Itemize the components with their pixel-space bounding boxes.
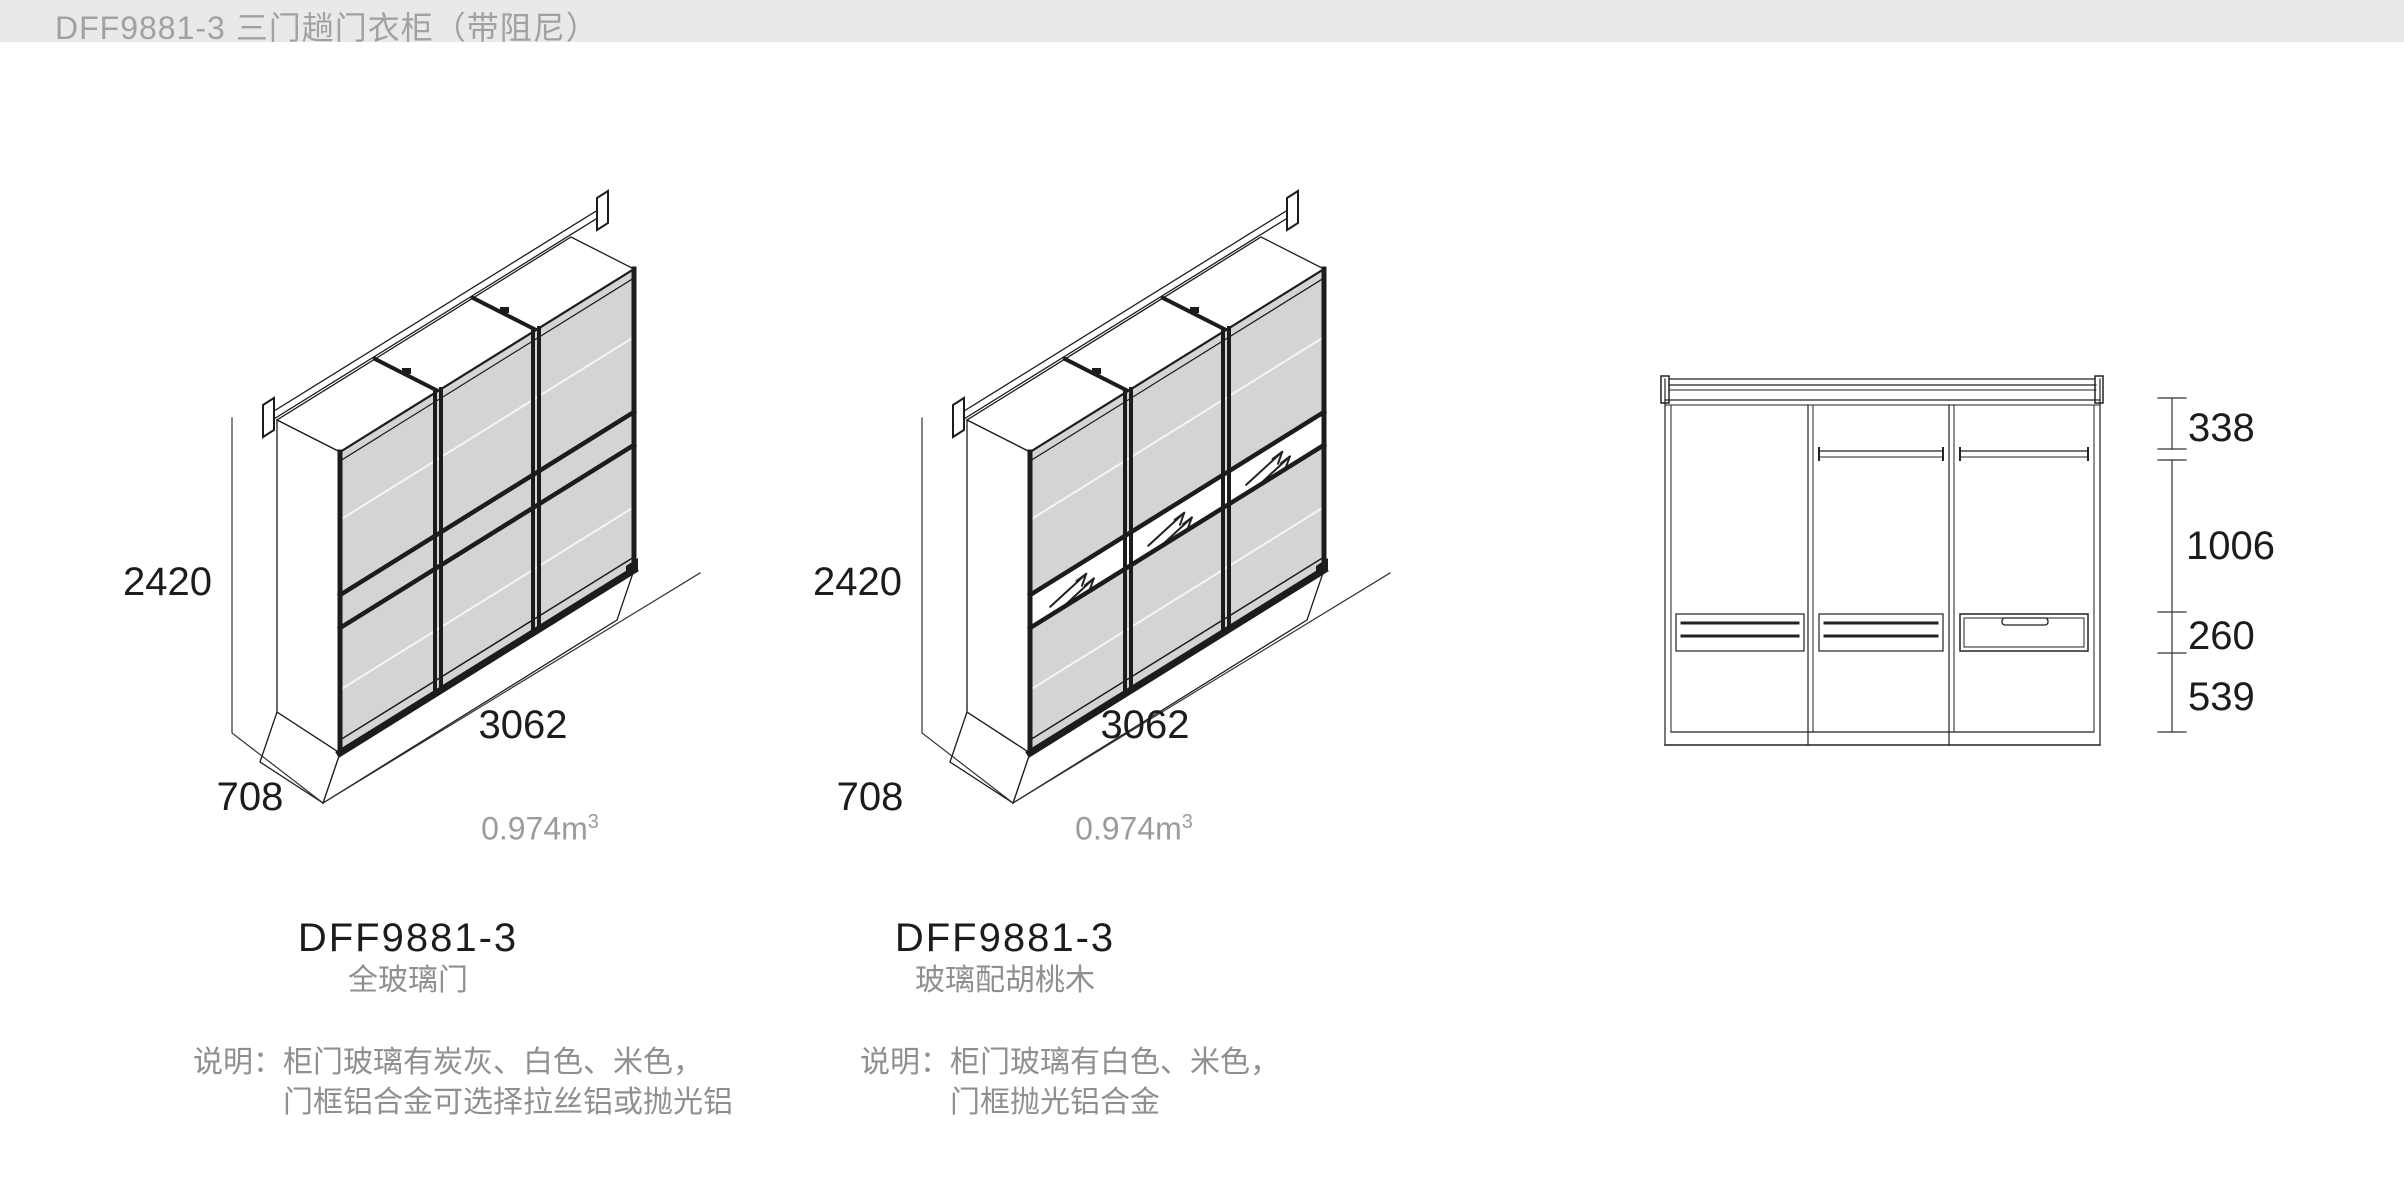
dim-depth-label-1: 708 [216,775,284,819]
product-note-1: 说明： 柜门玻璃有炭灰、白色、米色， 门框铝合金可选择拉丝铝或抛光铝 [193,1043,733,1123]
note-line1-2: 柜门玻璃有白色、米色， [950,1046,1280,1079]
title-bar: DFF9881-3 三门趟门衣柜（带阻尼） [0,0,2404,46]
note-line2-2: 门框抛光铝合金 [950,1086,1160,1119]
dim-height-label-2: 2420 [813,560,902,604]
product-code-2: DFF9881-3 [894,916,1116,960]
product-code-1: DFF9881-3 [297,916,519,960]
note-line2-1: 门框铝合金可选择拉丝铝或抛光铝 [283,1086,733,1119]
volume-label-1: 0.974m3 [481,810,599,847]
elevation-view [1660,375,2187,746]
dim-width-label-2: 3062 [1100,703,1190,747]
isometric-view-all-glass [231,189,701,805]
dim-depth-label-2: 708 [836,775,904,819]
elevation-dim-1006: 1006 [2186,524,2275,568]
note-line1-1: 柜门玻璃有炭灰、白色、米色， [283,1046,703,1079]
product-note-2: 说明： 柜门玻璃有白色、米色， 门框抛光铝合金 [860,1043,1280,1123]
elevation-dim-539: 539 [2188,675,2255,719]
drawer-handle-slot [2001,617,2049,626]
product-finish-1: 全玻璃门 [348,964,468,997]
elevation-dim-338: 338 [2188,406,2255,450]
note-label-1: 说明： [193,1046,283,1079]
isometric-view-glass-walnut [921,189,1391,805]
dim-width-label-1: 3062 [478,703,568,747]
volume-label-2: 0.974m3 [1075,810,1193,847]
note-label-2: 说明： [860,1046,950,1079]
dim-height-label-1: 2420 [123,560,212,604]
product-finish-2: 玻璃配胡桃木 [915,964,1095,997]
elevation-dim-260: 260 [2188,614,2255,658]
page-title: DFF9881-3 三门趟门衣柜（带阻尼） [55,10,599,46]
